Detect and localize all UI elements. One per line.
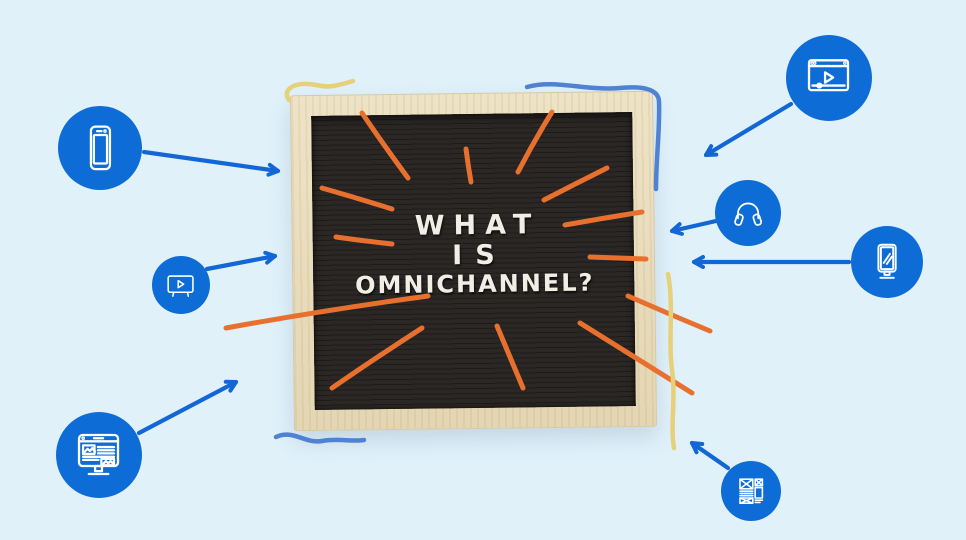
wireframe-icon bbox=[738, 478, 763, 504]
tv-play-icon bbox=[167, 275, 195, 298]
yellow-squiggle-right bbox=[665, 271, 677, 451]
channel-web-wireframe bbox=[721, 461, 781, 521]
desktop-browser-icon bbox=[78, 434, 120, 476]
letter-board-felt: WHAT IS OMNICHANNEL? bbox=[311, 112, 636, 410]
arrow-video bbox=[703, 101, 794, 158]
blue-squiggle-bottom-left bbox=[273, 432, 367, 444]
arrow-smartphone bbox=[141, 149, 281, 177]
channel-desktop-web bbox=[56, 412, 142, 498]
board-line-3: OMNICHANNEL? bbox=[354, 268, 595, 300]
channel-smartphone bbox=[58, 106, 142, 190]
board-text: WHAT IS OMNICHANNEL? bbox=[352, 209, 595, 300]
smartphone-icon bbox=[89, 125, 112, 171]
channel-digital-signage bbox=[851, 226, 923, 298]
letter-board: WHAT IS OMNICHANNEL? bbox=[289, 90, 658, 432]
arrow-desktop bbox=[136, 379, 239, 436]
channel-tv bbox=[152, 256, 210, 314]
arrow-tv bbox=[204, 250, 278, 272]
board-line-2: IS bbox=[451, 239, 508, 272]
board-line-1: WHAT bbox=[414, 209, 541, 242]
channel-online-video bbox=[786, 35, 872, 121]
channel-audio bbox=[715, 180, 781, 246]
video-player-icon bbox=[808, 59, 850, 92]
arrow-headphones bbox=[669, 218, 719, 236]
headphones-icon bbox=[734, 202, 762, 226]
arrow-wireframe bbox=[689, 440, 731, 471]
kiosk-display-icon bbox=[877, 243, 897, 279]
